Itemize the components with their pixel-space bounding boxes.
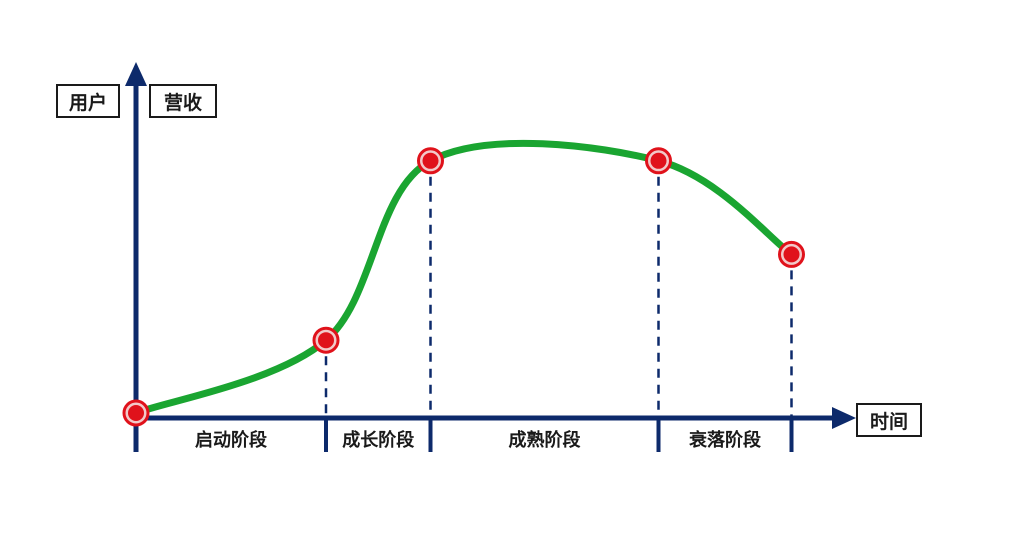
y-label-box-revenue: 营收: [149, 84, 217, 118]
y-axis-arrow-icon: [125, 62, 147, 86]
stage-ticks: [324, 418, 794, 452]
stage-labels: 启动阶段 成长阶段 成熟阶段 衰落阶段: [195, 429, 762, 451]
y-label-box-users: 用户: [56, 84, 120, 118]
key-points: [122, 147, 805, 427]
x-label-time: 时间: [870, 411, 908, 433]
x-axis-arrow-icon: [832, 407, 856, 429]
stage-label-1: 启动阶段: [195, 429, 268, 451]
key-point-4: [778, 240, 805, 268]
y-label-revenue: 营收: [164, 91, 202, 114]
lifecycle-curve: [132, 139, 795, 417]
stage-label-3: 成熟阶段: [509, 429, 582, 451]
stage-label-2: 成长阶段: [342, 429, 415, 451]
stage-label-4: 衰落阶段: [688, 429, 762, 451]
x-label-box-time: 时间: [856, 403, 922, 437]
key-point-1: [312, 326, 340, 354]
key-point-0: [122, 399, 150, 427]
key-point-2: [417, 147, 444, 175]
guide-lines: [324, 160, 793, 418]
y-label-users: 用户: [69, 91, 107, 114]
key-point-3: [645, 147, 672, 175]
